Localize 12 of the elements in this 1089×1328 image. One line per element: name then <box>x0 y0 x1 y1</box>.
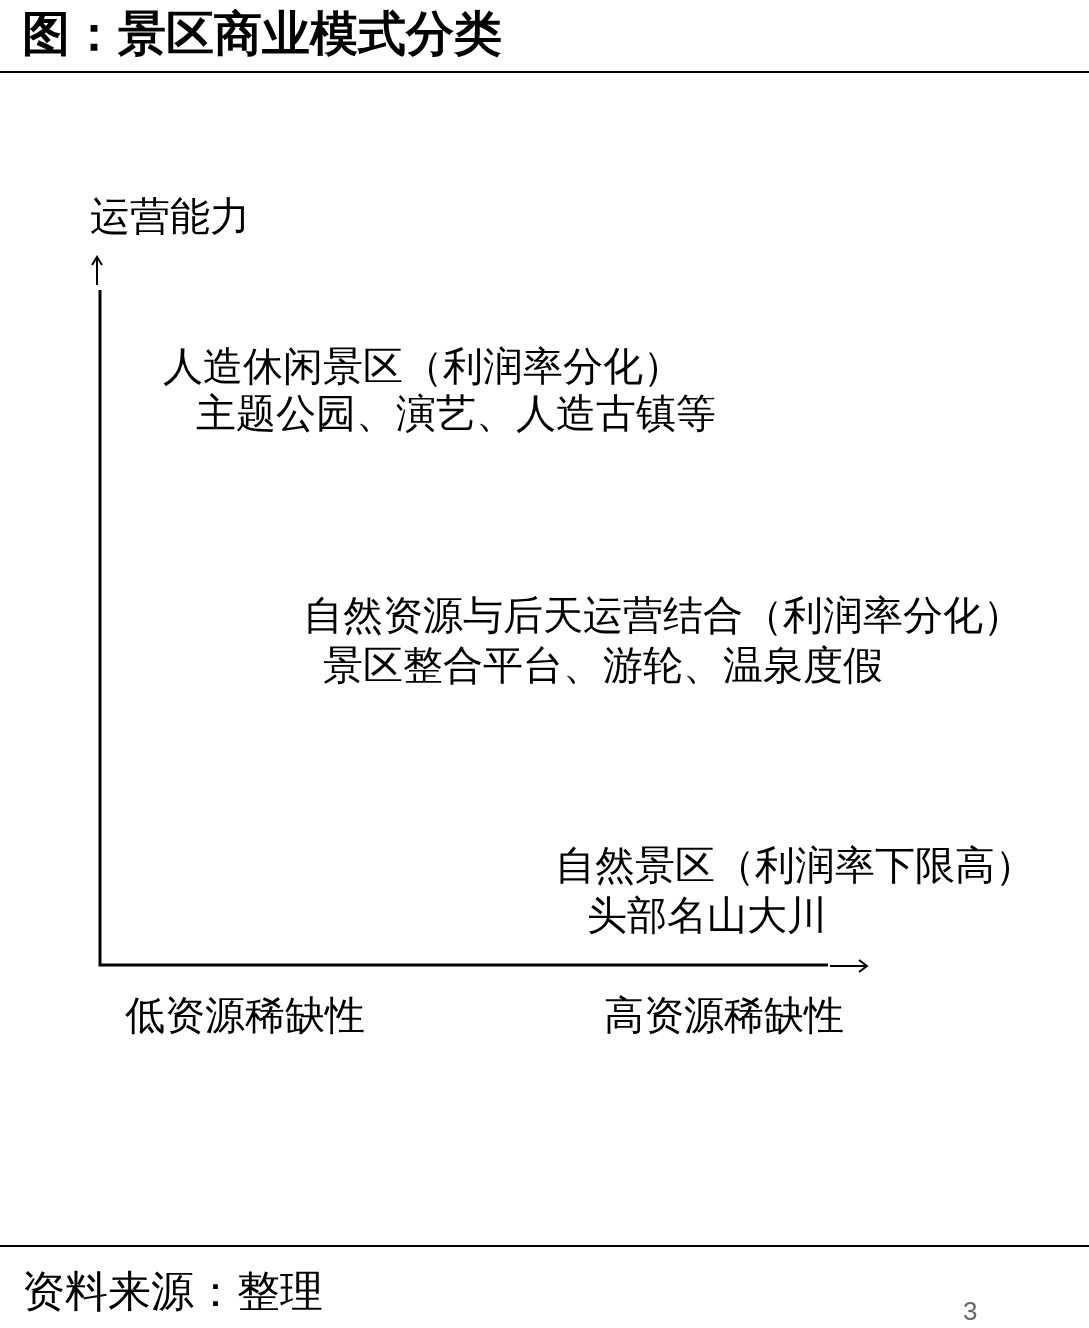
quadrant-examples: 景区整合平台、游轮、温泉度假 <box>323 643 883 687</box>
quadrant-heading: 自然景区（利润率下限高） <box>555 843 1035 887</box>
axis-title: 运营能力 <box>90 194 250 238</box>
quadrant-heading: 自然资源与后天运营结合（利润率分化） <box>303 593 1023 637</box>
quadrant-examples: 头部名山大川 <box>587 893 827 937</box>
axis-category-label: 高资源稀缺性 <box>604 993 844 1037</box>
figure-title: 图：景区商业模式分类 <box>22 8 502 61</box>
quadrant-examples: 主题公园、演艺、人造古镇等 <box>196 391 716 435</box>
quadrant-heading: 人造休闲景区（利润率分化） <box>163 344 683 388</box>
source-note: 资料来源：整理 <box>22 1268 323 1316</box>
axis-category-label: 低资源稀缺性 <box>125 993 365 1037</box>
page-number: 3 <box>963 1297 978 1326</box>
